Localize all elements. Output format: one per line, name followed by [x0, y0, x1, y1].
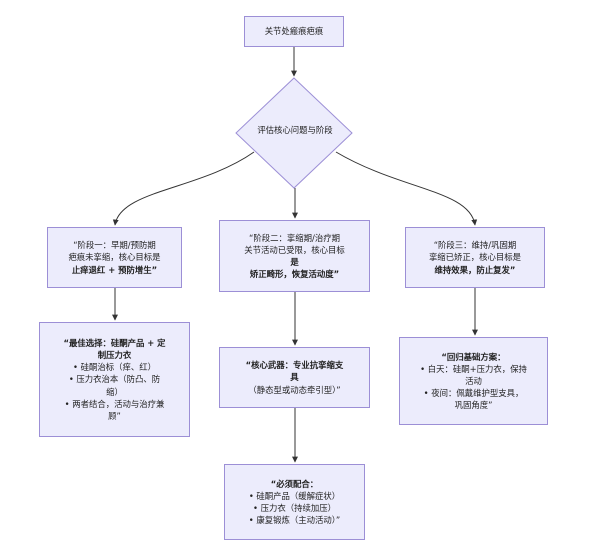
stage3-node: “阶段三：维持/巩固期 挛缩已矫正，核心目标是 维持效果，防止复发” — [405, 227, 545, 288]
decision-diamond — [235, 77, 353, 189]
plan3-line-4: • 夜间：佩戴维护型支具， — [423, 388, 524, 399]
stage2-line-4: 矫正畸形，恢复活动度” — [249, 269, 340, 280]
plan3-node: “回归基础方案： • 白天：硅酮+压力衣，保持 活动 • 夜间：佩戴维护型支具，… — [399, 337, 548, 425]
stage3-line-2: 挛缩已矫正，核心目标是 — [428, 252, 522, 263]
plan1-line-7: 顾” — [108, 410, 121, 421]
plan2-line-2: 具 — [290, 372, 299, 383]
stage2-line-2: 关节活动已受限，核心目标 — [244, 244, 345, 255]
plan1-line-6: • 两者结合，活动与治疗兼 — [64, 398, 165, 409]
start-text: 关节处瘢痕疤痕 — [264, 26, 324, 37]
stage1-line-2: 疤痕未挛缩，核心目标是 — [68, 252, 161, 263]
plan1-line-4: • 压力衣治本（防凸、防 — [68, 374, 161, 385]
combo-node: “必须配合： • 硅酮产品（缓解症状） • 压力衣（持续加压） • 康复锻炼（主… — [224, 464, 365, 540]
plan1-node: “最佳选择：硅酮产品 + 定 制压力衣 • 硅酮治标（痒、红） • 压力衣治本（… — [39, 322, 190, 437]
edge-decision-to-stage1 — [112, 151, 255, 226]
decision-text: 评估核心问题与阶段 — [257, 125, 333, 135]
edge-decision-to-stage3 — [335, 151, 478, 226]
plan3-line-1: “回归基础方案： — [441, 351, 506, 362]
start-node: 关节处瘢痕疤痕 — [244, 16, 344, 47]
stage2-line-3: 是 — [290, 257, 299, 267]
plan1-line-1: “最佳选择：硅酮产品 + 定 — [63, 337, 166, 348]
combo-line-4: • 康复锻炼（主动活动）” — [248, 515, 341, 526]
plan3-line-3: 活动 — [465, 375, 482, 386]
plan2-line-1: “核心武器：专业抗挛缩支 — [245, 360, 344, 371]
plan2-node: “核心武器：专业抗挛缩支 具 （静态型或动态牵引型）” — [219, 347, 370, 408]
plan1-line-2: 制压力衣 — [97, 350, 132, 361]
stage3-line-3: 维持效果，防止复发” — [434, 264, 516, 275]
plan1-line-3: • 硅酮治标（痒、红） — [73, 362, 156, 373]
stage3-line-1: “阶段三：维持/巩固期 — [433, 240, 517, 251]
combo-line-2: • 硅酮产品（缓解症状） — [248, 490, 341, 501]
plan1-line-5: 缩） — [106, 386, 123, 397]
stage2-node: “阶段二：挛缩期/治疗期 关节活动已受限，核心目标 是 矫正畸形，恢复活动度” — [219, 220, 370, 292]
decision-label: 评估核心问题与阶段 — [233, 120, 357, 140]
plan3-line-5: 巩固角度” — [454, 400, 493, 411]
stage1-line-3: 止痒退红 + 预防增生” — [71, 264, 158, 275]
stage2-line-1: “阶段二：挛缩期/治疗期 — [249, 232, 340, 243]
stage1-line-1: “阶段一：早期/预防期 — [73, 240, 156, 251]
plan2-line-3: （静态型或动态牵引型）” — [248, 384, 341, 395]
stage1-node: “阶段一：早期/预防期 疤痕未挛缩，核心目标是 止痒退红 + 预防增生” — [47, 227, 182, 288]
plan3-line-2: • 白天：硅酮+压力衣，保持 — [420, 363, 527, 374]
combo-line-1: “必须配合： — [270, 478, 319, 489]
combo-line-3: • 压力衣（持续加压） — [253, 503, 336, 513]
